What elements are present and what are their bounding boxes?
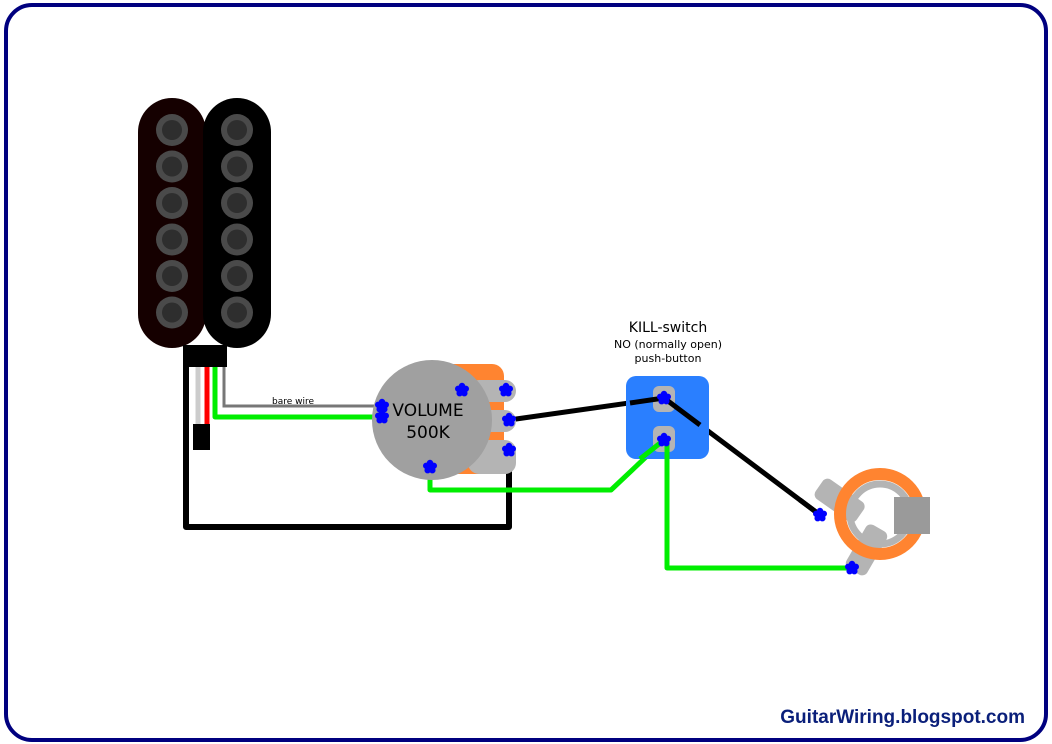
pickup-coil-left: [138, 98, 206, 348]
wire-bare: [222, 366, 382, 408]
solder-joint: [812, 507, 828, 522]
switch-title: KILL-switch: [629, 320, 707, 336]
output-jack: [814, 468, 930, 576]
solder-joint: [454, 382, 470, 397]
pole-piece-center: [162, 156, 182, 177]
pole-piece-center: [227, 302, 247, 323]
wire-hot-pickup-to-pot: [212, 366, 382, 420]
pole-piece-center: [162, 193, 182, 213]
solder-joint: [498, 382, 514, 397]
diagram-frame: [4, 3, 1048, 742]
site-credit: GuitarWiring.blogspot.com: [780, 707, 1025, 728]
jack-tip: [894, 497, 930, 534]
wire-tape: [193, 424, 210, 450]
pole-piece-center: [227, 229, 247, 250]
pole-piece-center: [162, 302, 182, 323]
solder-joint: [844, 560, 860, 575]
pot-label-volume: VOLUME: [392, 401, 463, 421]
volume-pot: VOLUME 500K: [372, 360, 516, 480]
pole-piece-center: [227, 266, 247, 286]
solder-joint: [501, 412, 517, 427]
switch-body: [626, 376, 709, 459]
pickup-coil-right: [203, 98, 271, 348]
solder-joint: [656, 432, 672, 447]
wire-switch-to-jack-hot: [664, 440, 852, 571]
solder-joint: [422, 459, 438, 474]
wire-switch-to-jack-overlay: [662, 396, 702, 427]
pot-label-value: 500K: [406, 423, 450, 443]
pole-piece-center: [227, 193, 247, 213]
pole-piece-center: [227, 120, 247, 140]
pole-piece-center: [162, 120, 182, 140]
pole-piece-center: [227, 156, 247, 177]
switch-subtitle-2: push-button: [635, 352, 702, 365]
solder-joint: [501, 442, 517, 457]
solder-joint: [374, 409, 390, 424]
bare-wire-label: bare wire: [272, 397, 314, 407]
solder-joint: [656, 390, 672, 405]
switch-subtitle-1: NO (normally open): [614, 338, 722, 351]
humbucker-pickup: [138, 98, 271, 367]
pickup-cable-boot: [183, 345, 227, 367]
pole-piece-center: [162, 266, 182, 286]
pole-piece-center: [162, 229, 182, 250]
